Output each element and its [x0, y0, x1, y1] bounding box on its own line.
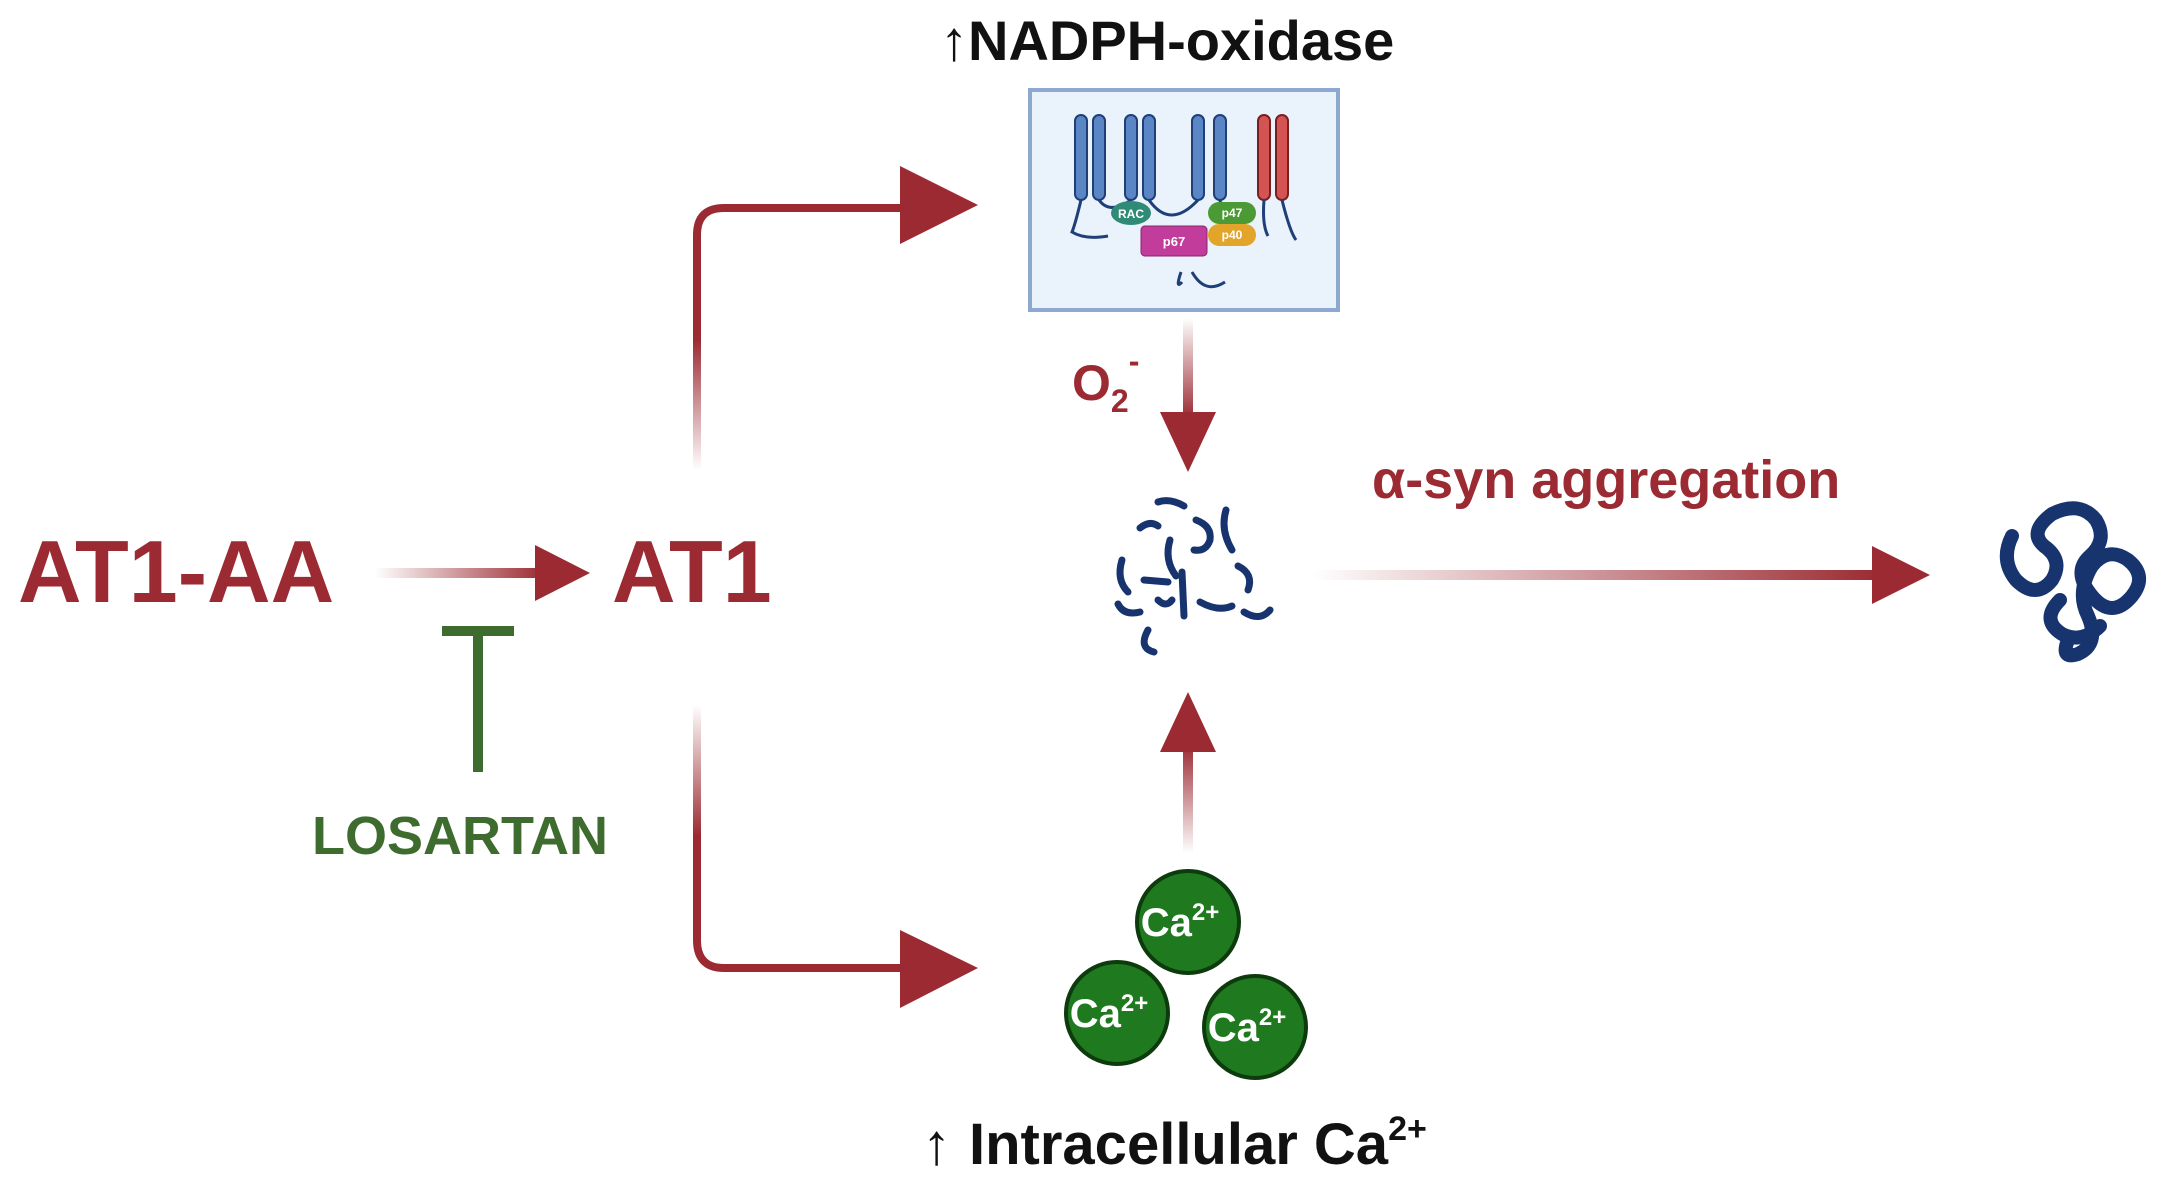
calcium-symbol: Ca: [1070, 992, 1122, 1036]
transmembrane-helices-red: [1257, 114, 1289, 201]
arrow-monomers-to-aggregate: [1312, 546, 1930, 604]
arrow-at1aa-to-at1: [375, 545, 590, 601]
transmembrane-helices-blue: [1074, 114, 1227, 201]
rac-subunit: RAC: [1111, 201, 1151, 225]
svg-text:Ca2+: Ca2+: [1070, 990, 1149, 1036]
p67-label: p67: [1163, 234, 1185, 249]
superoxide-o: O: [1072, 355, 1111, 411]
inhibition-symbol: [442, 626, 514, 772]
svg-text:Ca2+: Ca2+: [1141, 899, 1220, 945]
superoxide-sup: -: [1129, 343, 1140, 379]
arrow-nadph-to-monomers: [1160, 318, 1216, 472]
calcium-ion: Ca2+: [1202, 974, 1308, 1080]
asyn-aggregation-label: α-syn aggregation: [1372, 450, 1840, 510]
losartan-label: LOSARTAN: [312, 806, 608, 866]
arrow-calcium-to-monomers: [1160, 692, 1216, 853]
superoxide-sub: 2: [1111, 383, 1129, 419]
calcium-symbol: Ca: [1141, 901, 1193, 945]
alpha-syn-aggregate-icon: [1999, 501, 2146, 663]
p67-subunit: p67: [1140, 225, 1208, 257]
nadph-title-text: NADPH-oxidase: [968, 9, 1394, 72]
intracellular-calcium-label: ↑ Intracellular Ca2+: [922, 1110, 1427, 1177]
intracellular-charge: 2+: [1388, 1110, 1427, 1148]
at1aa-label: AT1-AA: [18, 522, 334, 621]
calcium-symbol: Ca: [1208, 1006, 1260, 1050]
nadph-oxidase-complex: RAC p67 p47 p40: [1028, 88, 1340, 312]
p40-label: p40: [1222, 228, 1243, 242]
rac-label: RAC: [1118, 207, 1144, 221]
p47-subunit: p47: [1208, 202, 1256, 224]
p47-label: p47: [1222, 206, 1243, 220]
nadph-title: ↑NADPH-oxidase: [940, 9, 1394, 72]
alpha-syn-monomers-icon: [1114, 497, 1274, 656]
intracellular-text: Intracellular Ca: [969, 1112, 1389, 1177]
calcium-charge: 2+: [1121, 990, 1148, 1017]
calcium-ion: Ca2+: [1135, 869, 1241, 975]
calcium-ion: Ca2+: [1064, 960, 1170, 1066]
up-arrow-glyph: ↑: [940, 9, 968, 72]
up-arrow-glyph: ↑: [922, 1112, 951, 1177]
arrow-at1-to-nadph: [693, 166, 978, 470]
svg-text:Ca2+: Ca2+: [1208, 1004, 1287, 1050]
at1-label: AT1: [612, 522, 772, 621]
p40-subunit: p40: [1208, 224, 1256, 246]
superoxide-label: O2-: [1072, 343, 1139, 419]
arrow-at1-to-calcium: [693, 705, 978, 1008]
calcium-charge: 2+: [1192, 899, 1219, 926]
calcium-charge: 2+: [1259, 1004, 1286, 1031]
